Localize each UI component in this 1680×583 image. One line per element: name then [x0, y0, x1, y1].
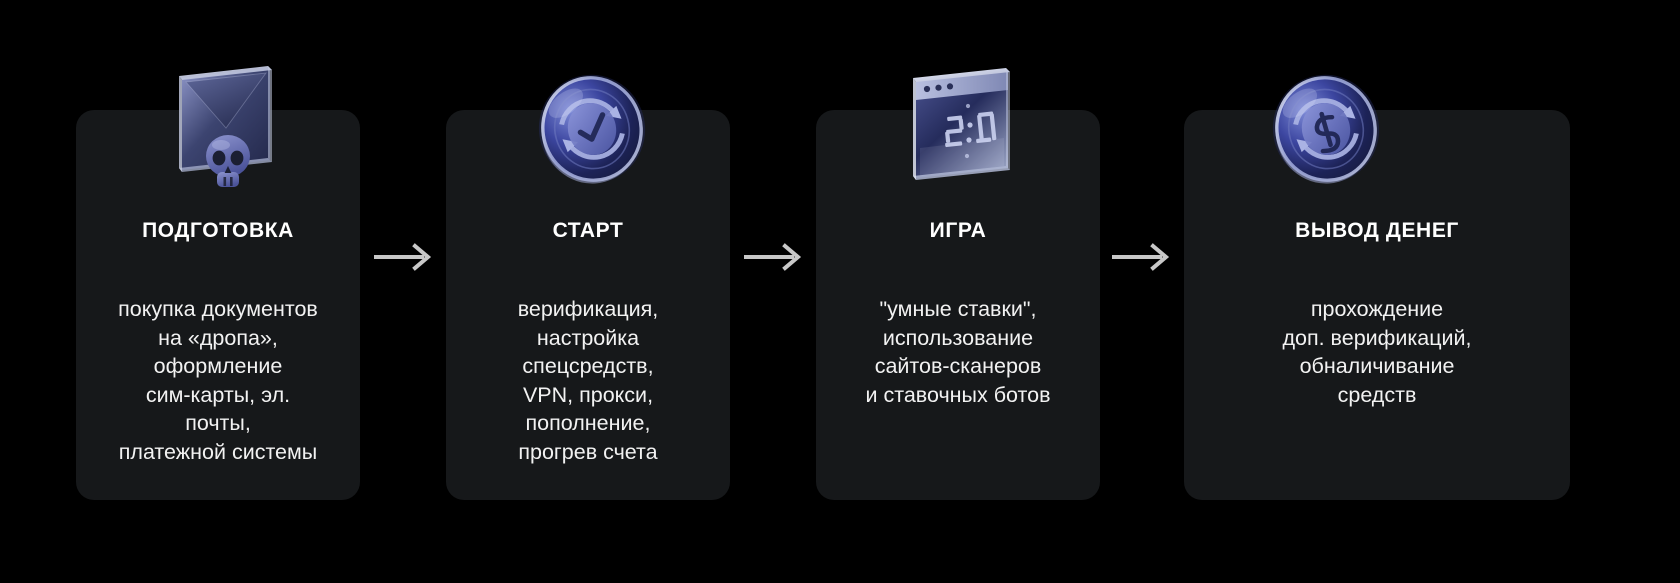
step-card-1: ПОДГОТОВКА покупка документов на «дропа»… [76, 110, 360, 500]
step-description: прохождение доп. верификаций, обналичива… [1282, 297, 1472, 407]
arrow-step3-to-step4 [1112, 243, 1170, 271]
arrow-step2-to-step3 [744, 243, 802, 271]
step-card-4: ВЫВОД ДЕНЕГ прохождение доп. верификаций… [1184, 110, 1570, 500]
step-description: покупка документов на «дропа», оформлени… [118, 297, 318, 464]
step-description: верификация, настройка спецсредств, VPN,… [517, 297, 659, 464]
step-title: ПОДГОТОВКА [142, 219, 294, 242]
step-title: ВЫВОД ДЕНЕГ [1295, 219, 1459, 242]
arrow-step1-to-step2 [374, 243, 432, 271]
step-title: ИГРА [929, 219, 987, 242]
step-description: "умные ставки", использование сайтов-ска… [865, 297, 1051, 407]
step-title: СТАРТ [552, 219, 624, 242]
step-card-2: СТАРТ верификация, настройка спецсредств… [446, 110, 730, 500]
step-card-3: ИГРА "умные ставки", использование сайто… [816, 110, 1100, 500]
